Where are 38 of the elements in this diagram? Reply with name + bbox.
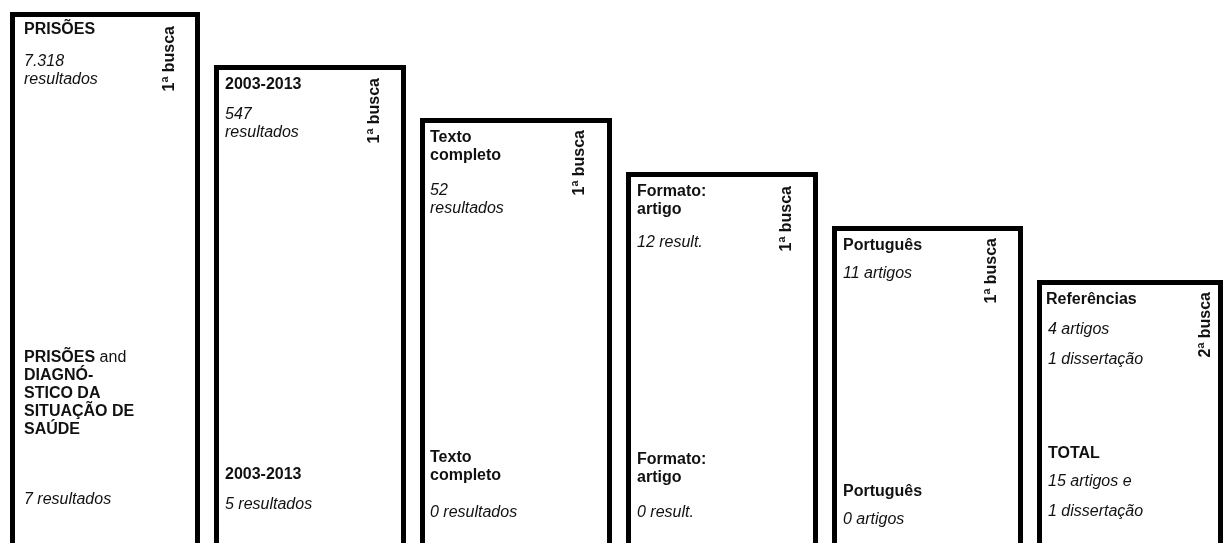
filter-box <box>832 226 1023 543</box>
search-stage-label: 1ª busca <box>365 78 383 144</box>
filter-heading: 2003-2013 <box>225 465 303 483</box>
search-stage-label: 2ª busca <box>1196 292 1214 358</box>
search-stage-label: 1ª busca <box>570 130 588 196</box>
result-count: 0 resultados <box>430 503 519 521</box>
filter-heading: Referências <box>1046 290 1138 308</box>
result-count: 15 artigos e <box>1048 472 1133 490</box>
filter-heading: Texto completo <box>430 448 503 484</box>
result-count: 12 result. <box>637 233 704 251</box>
result-count: 11 artigos <box>843 264 914 282</box>
result-count: 7.318 resultados <box>24 52 99 88</box>
filter-heading: TOTAL <box>1048 444 1101 462</box>
result-count: 0 artigos <box>843 510 906 528</box>
result-count: 1 dissertação <box>1048 502 1145 520</box>
filter-heading: Texto completo <box>430 128 503 164</box>
filter-heading: PRISÕES and DIAGNÓ- STICO DA SITUAÇÃO DE SAÚDE <box>24 348 136 438</box>
filter-box <box>1037 280 1223 543</box>
filter-box <box>10 12 200 543</box>
search-stage-label: 1ª busca <box>160 26 178 92</box>
filter-heading: Português <box>843 482 924 500</box>
filter-heading: Português <box>843 236 924 254</box>
result-count: 7 resultados <box>24 490 113 508</box>
result-count: 547 resultados <box>225 105 300 141</box>
result-count: 52 resultados <box>430 181 505 217</box>
filter-box <box>214 65 406 543</box>
result-count: 1 dissertação <box>1048 350 1145 368</box>
search-stage-label: 1ª busca <box>777 186 795 252</box>
result-count: 4 artigos <box>1048 320 1111 338</box>
filter-heading: 2003-2013 <box>225 75 303 93</box>
filter-box <box>420 118 612 543</box>
filter-heading: Formato: artigo <box>637 182 708 218</box>
filter-heading: Formato: artigo <box>637 450 708 486</box>
filter-box <box>626 172 818 543</box>
result-count: 0 result. <box>637 503 695 521</box>
filter-heading: PRISÕES <box>24 20 97 38</box>
search-stage-label: 1ª busca <box>982 238 1000 304</box>
result-count: 5 resultados <box>225 495 314 513</box>
